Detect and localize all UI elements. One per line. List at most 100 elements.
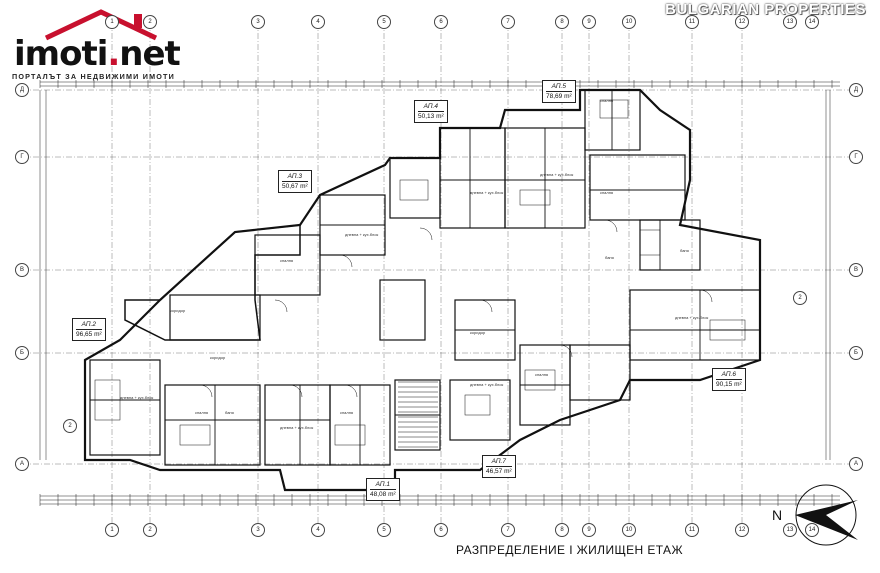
north-arrow-icon: N (772, 484, 858, 546)
column-axis-bubble: 14 (805, 523, 819, 537)
room-label: баня (605, 255, 614, 260)
furniture (599, 99, 629, 119)
column-axis-bubble: 12 (735, 523, 749, 537)
column-axis-bubble: 2 (143, 15, 157, 29)
door-swing (699, 289, 713, 303)
room-label: дневна + кух.блок (120, 395, 154, 400)
furniture (464, 394, 491, 416)
apartment-code: АП.5 (546, 82, 572, 92)
room-wall (389, 157, 441, 219)
apartment-area: 90,15 m² (716, 381, 742, 388)
section-marker: 2 (793, 291, 807, 305)
room-label: коридор (210, 355, 226, 360)
furniture (709, 319, 746, 341)
apartment-area: 96,65 m² (76, 331, 102, 338)
compass-needle (795, 500, 858, 540)
row-axis-bubble: Д (15, 83, 29, 97)
room-wall (169, 294, 261, 341)
apartment-area: 78,69 m² (546, 93, 572, 100)
column-axis-bubble: 14 (805, 15, 819, 29)
room-wall (254, 234, 321, 296)
door-swing (274, 299, 288, 313)
room-label: дневна + кух.блок (345, 232, 379, 237)
room-wall (584, 89, 641, 151)
room-wall (164, 384, 261, 466)
plan-title: РАЗПРЕДЕЛЕНИЕ I ЖИЛИЩЕН ЕТАЖ (456, 543, 683, 557)
room-label: дневна + кух.блок (675, 315, 709, 320)
column-axis-bubble: 7 (501, 523, 515, 537)
apartment-area: 50,67 m² (282, 183, 308, 190)
apartment-code: АП.4 (418, 102, 444, 112)
column-axis-bubble: 8 (555, 523, 569, 537)
row-axis-bubble: Г (849, 150, 863, 164)
door-swing (419, 227, 433, 241)
door-swing (344, 384, 358, 398)
column-axis-bubble: 6 (434, 15, 448, 29)
column-axis-bubble: 13 (783, 15, 797, 29)
room-wall (379, 279, 426, 341)
row-axis-bubble: Б (849, 346, 863, 360)
door-swing (604, 219, 618, 233)
room-label: дневна + кух.блок (470, 382, 504, 387)
room-label: дневна + кух.блок (280, 425, 314, 430)
column-axis-bubble: 11 (685, 523, 699, 537)
column-axis-bubble: 13 (783, 523, 797, 537)
building-outline (83, 88, 762, 492)
room-label: дневна + кух.блок (540, 172, 574, 177)
house-roof-icon (44, 9, 158, 41)
column-axis-bubble: 1 (105, 15, 119, 29)
row-axis-bubble: В (15, 263, 29, 277)
column-axis-bubble: 10 (622, 523, 636, 537)
furniture (94, 379, 121, 421)
row-axis-bubble: Д (849, 83, 863, 97)
room-label: коридор (470, 330, 486, 335)
apartment-code: АП.3 (282, 172, 308, 182)
door-swing (289, 384, 303, 398)
room-label: спалня (340, 410, 354, 415)
row-axis-bubble: А (15, 457, 29, 471)
furniture (334, 424, 366, 446)
room-wall (439, 127, 506, 229)
column-axis-bubble: 9 (582, 523, 596, 537)
furniture (639, 229, 661, 256)
room-wall (629, 289, 761, 361)
room-label: баня (225, 410, 234, 415)
column-axis-bubble: 8 (555, 15, 569, 29)
room-label: спалня (600, 190, 614, 195)
furniture (399, 179, 429, 201)
column-axis-bubble: 4 (311, 15, 325, 29)
column-axis-bubble: 9 (582, 15, 596, 29)
column-axis-bubble: 12 (735, 15, 749, 29)
column-axis-bubble: 1 (105, 523, 119, 537)
furniture (179, 424, 211, 446)
column-axis-bubble: 5 (377, 523, 391, 537)
apartment-code: АП.2 (76, 320, 102, 330)
furniture (524, 369, 556, 391)
watermark-brand: BULGARIAN PROPERTIES (665, 1, 866, 18)
column-axis-bubble: 3 (251, 523, 265, 537)
section-marker: 2 (63, 419, 77, 433)
row-axis-bubble: В (849, 263, 863, 277)
logo[interactable]: imoti.net ПОРТАЛЪТ ЗА НЕДВИЖИМИ ИМОТИ (6, 8, 181, 81)
apartment-area: 48,08 m² (370, 491, 396, 498)
room-label: коридор (170, 308, 186, 313)
room-wall (449, 379, 511, 441)
column-axis-bubble: 10 (622, 15, 636, 29)
wall-segment (124, 224, 301, 341)
room-label: спалня (280, 258, 294, 263)
column-axis-bubble: 4 (311, 523, 325, 537)
compass-label: N (772, 507, 782, 523)
column-axis-bubble: 7 (501, 15, 515, 29)
apartment-area: 50,13 m² (418, 113, 444, 120)
door-swing (339, 254, 353, 268)
door-swing (479, 299, 493, 313)
apartment-code: АП.7 (486, 457, 512, 467)
column-axis-bubble: 5 (377, 15, 391, 29)
apartment-area: 46,57 m² (486, 468, 512, 475)
